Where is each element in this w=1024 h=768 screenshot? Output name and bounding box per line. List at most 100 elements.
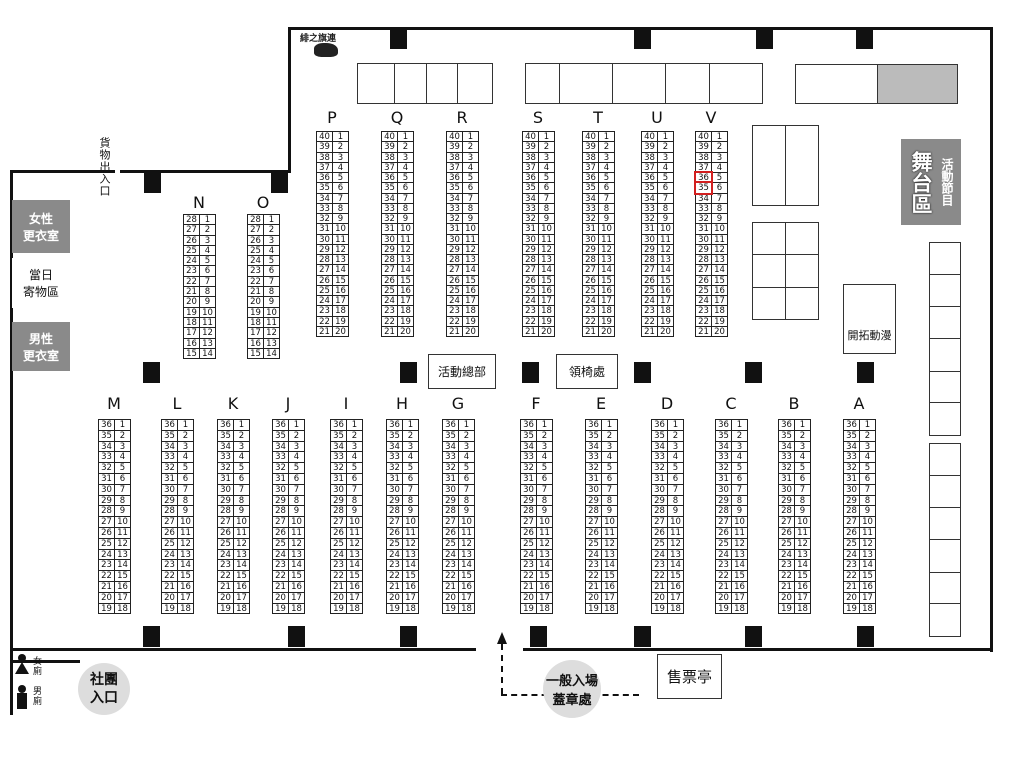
male-changing-room[interactable]: 男性 更衣室 <box>12 322 70 371</box>
booth-I-18[interactable]: 18 <box>346 602 363 615</box>
row-label-V: V <box>705 108 717 127</box>
booth-S-21[interactable]: 21 <box>522 325 539 337</box>
booth-D-19[interactable]: 19 <box>651 602 668 615</box>
row-label-Q: Q <box>390 108 404 127</box>
chair-pickup[interactable]: 領椅處 <box>556 354 618 389</box>
booth-G-18[interactable]: 18 <box>458 602 475 615</box>
booth-G-19[interactable]: 19 <box>442 602 459 615</box>
stage-area[interactable]: 舞台區 活動節目 <box>901 139 961 225</box>
booth-O-14[interactable]: 14 <box>263 347 280 360</box>
booth-D-18[interactable]: 18 <box>667 602 684 615</box>
booth-Q-20[interactable]: 20 <box>397 325 414 337</box>
booth-B-19[interactable]: 19 <box>778 602 795 615</box>
booth-U-21[interactable]: 21 <box>641 325 658 337</box>
booth-J-19[interactable]: 19 <box>272 602 289 615</box>
booth-N-15[interactable]: 15 <box>183 347 200 360</box>
booth-O-15[interactable]: 15 <box>247 347 264 360</box>
booth-F-19[interactable]: 19 <box>520 602 537 615</box>
booth-F-18[interactable]: 18 <box>536 602 553 615</box>
booth-L-18[interactable]: 18 <box>177 602 194 615</box>
booth-S-20[interactable]: 20 <box>538 325 555 337</box>
row-label-M: M <box>107 394 121 413</box>
booth-I-19[interactable]: 19 <box>330 602 347 615</box>
men-toilet[interactable] <box>16 685 27 709</box>
booth-C-18[interactable]: 18 <box>731 602 748 615</box>
general-entrance[interactable]: 一般入場 蓋章處 <box>543 660 601 718</box>
booth-E-19[interactable]: 19 <box>585 602 602 615</box>
booth-C-19[interactable]: 19 <box>715 602 732 615</box>
female-changing-room[interactable]: 女性 更衣室 <box>12 200 70 253</box>
women-toilet[interactable] <box>15 654 29 674</box>
booth-P-20[interactable]: 20 <box>332 325 349 337</box>
booth-K-19[interactable]: 19 <box>217 602 234 615</box>
booth-A-18[interactable]: 18 <box>859 602 876 615</box>
row-label-S: S <box>532 108 544 127</box>
booth-E-18[interactable]: 18 <box>601 602 618 615</box>
pillar <box>634 362 651 383</box>
booth-Q-21[interactable]: 21 <box>381 325 398 337</box>
booth-L-19[interactable]: 19 <box>161 602 178 615</box>
booth-M-19[interactable]: 19 <box>98 602 115 615</box>
booth-R-21[interactable]: 21 <box>446 325 463 337</box>
wall-bottom-left <box>10 648 476 651</box>
booth-H-18[interactable]: 18 <box>402 602 419 615</box>
booth-V-20[interactable]: 20 <box>711 325 728 337</box>
day-storage-area[interactable]: 當日 寄物區 <box>12 258 70 308</box>
booth-N-14[interactable]: 14 <box>199 347 216 360</box>
event-hq[interactable]: 活動總部 <box>428 354 496 389</box>
booth-M-18[interactable]: 18 <box>114 602 131 615</box>
booth-P-21[interactable]: 21 <box>316 325 333 337</box>
ticket-booth[interactable]: 售票亭 <box>657 654 722 699</box>
club-entrance[interactable]: 社團 入口 <box>78 663 130 715</box>
booth-K-18[interactable]: 18 <box>233 602 250 615</box>
booth-V-35[interactable]: 35 <box>694 181 713 195</box>
wall-left <box>10 170 13 715</box>
booth-T-20[interactable]: 20 <box>598 325 615 337</box>
booth-V-21[interactable]: 21 <box>695 325 712 337</box>
booth-J-18[interactable]: 18 <box>288 602 305 615</box>
stage-label: 舞台區 <box>909 150 933 214</box>
kaituo-booth[interactable]: 開拓動漫 <box>843 284 896 354</box>
booth-U-20[interactable]: 20 <box>657 325 674 337</box>
booth-H-19[interactable]: 19 <box>386 602 403 615</box>
booth-T-21[interactable]: 21 <box>582 325 599 337</box>
booth-R-20[interactable]: 20 <box>462 325 479 337</box>
booth-B-18[interactable]: 18 <box>794 602 811 615</box>
booth-A-19[interactable]: 19 <box>843 602 860 615</box>
